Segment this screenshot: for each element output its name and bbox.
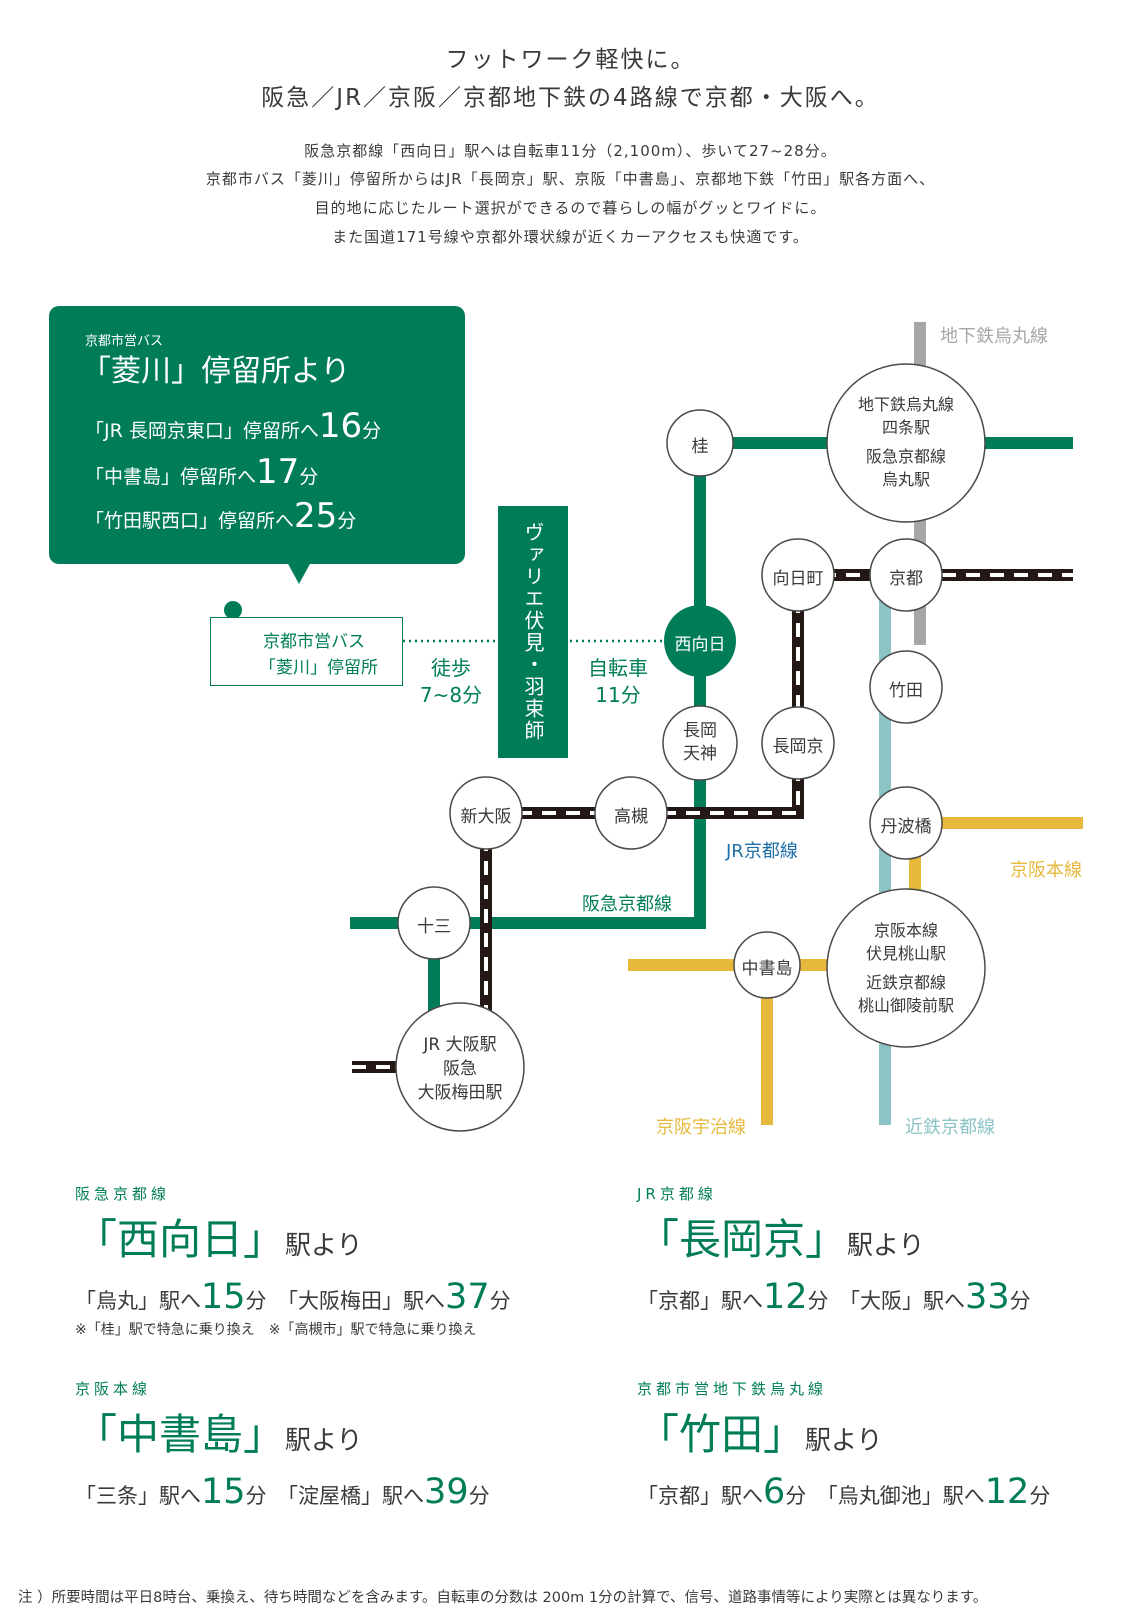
intro-line-1: 阪急京都線「西向日」駅へは自転車11分（2,100m）、歩いて27~28分。 bbox=[304, 142, 837, 160]
station-kyoto bbox=[869, 538, 943, 612]
station-shijo-karasuma bbox=[826, 363, 986, 523]
bubble-row-3: 「竹田駅西口」停留所へ25分 bbox=[85, 496, 357, 536]
station-label-takatsuki: 高槻 bbox=[614, 807, 648, 827]
bubble-row-2: 「中書島」停留所へ17分 bbox=[85, 452, 319, 492]
label-uji-line: 京阪宇治線 bbox=[656, 1117, 746, 1138]
headline-2: 阪急／JR／京阪／京都地下鉄の4路線で京都・大阪へ。 bbox=[261, 85, 880, 111]
station-momoyama bbox=[826, 888, 986, 1048]
bus-stop-box: 京都市営バス 「菱川」停留所 bbox=[210, 617, 403, 686]
headline-1: フットワーク軽快に。 bbox=[445, 47, 696, 73]
station-label-shijo: 地下鉄烏丸線四条駅 阪急京都線烏丸駅 bbox=[857, 395, 954, 489]
bubble-title: 「菱川」停留所より bbox=[81, 354, 351, 389]
station-label-shinosaka: 新大阪 bbox=[460, 807, 512, 827]
station-label-takeda: 竹田 bbox=[889, 681, 923, 701]
station-chushojima bbox=[733, 931, 801, 999]
bubble-tail bbox=[287, 562, 311, 584]
label-jr-line: JR京都線 bbox=[726, 841, 798, 862]
station-label-tambabashi: 丹波橋 bbox=[880, 817, 932, 837]
section-nagaokakyo: JR京都線 「長岡京」駅より 「京都」駅へ12分 「大阪」駅へ33分 bbox=[637, 1185, 1031, 1317]
station-label-nagaoka-tenjin: 長岡天神 bbox=[683, 721, 717, 764]
station-label-mukomachi: 向日町 bbox=[772, 569, 824, 589]
label-hankyu-line: 阪急京都線 bbox=[582, 894, 672, 915]
station-label-katsura: 桂 bbox=[691, 437, 709, 457]
station-label-juso: 十三 bbox=[417, 917, 451, 937]
intro-line-3: 目的地に応じたルート選択ができるので暮らしの幅がグッとワイドに。 bbox=[314, 199, 827, 217]
bus-stop-line2: 「菱川」停留所 bbox=[259, 658, 378, 678]
section-chushojima: 京阪本線 「中書島」駅より 「三条」駅へ15分 「淀屋橋」駅へ39分 bbox=[75, 1380, 490, 1512]
station-label-nishimuko: 西向日 bbox=[674, 635, 726, 655]
bubble-row-1: 「JR 長岡京東口」停留所へ16分 bbox=[85, 406, 382, 446]
station-label-momoyama: 京阪本線伏見桃山駅 近鉄京都線桃山御陵前駅 bbox=[857, 921, 954, 1015]
label-kintetsu-line: 近鉄京都線 bbox=[905, 1117, 995, 1138]
station-juso bbox=[397, 886, 471, 960]
station-shinosaka bbox=[449, 776, 523, 850]
station-nagaoka-tenjin bbox=[662, 705, 738, 781]
station-label-osaka: JR 大阪駅阪急大阪梅田駅 bbox=[417, 1035, 503, 1103]
station-tambabashi bbox=[869, 786, 943, 860]
footnote: 注 ）所要時間は平日8時台、乗換え、待ち時間などを含みます。自転車の分数は 20… bbox=[18, 1590, 988, 1606]
station-label-kyoto: 京都 bbox=[889, 569, 923, 589]
station-nishimuko bbox=[664, 605, 736, 677]
intro-line-2: 京都市バス「菱川」停留所からはJR「長岡京」駅、京阪「中書島」、京都地下鉄「竹田… bbox=[205, 170, 936, 188]
section-nishimuko: 阪急京都線 「西向日」駅より 「烏丸」駅へ15分 「大阪梅田」駅へ37分 ※「桂… bbox=[75, 1185, 511, 1338]
station-takatsuki bbox=[594, 776, 668, 850]
station-label-nagaokakyo: 長岡京 bbox=[772, 737, 824, 757]
bus-info-bubble: 京都市営バス 「菱川」停留所より 「JR 長岡京東口」停留所へ16分 「中書島」… bbox=[49, 306, 465, 564]
bus-stop-line1: 京都市営バス bbox=[263, 632, 365, 652]
section-takeda: 京都市営地下鉄烏丸線 「竹田」駅より 「京都」駅へ6分 「烏丸御池」駅へ12分 bbox=[637, 1380, 1051, 1512]
label-keihan-line: 京阪本線 bbox=[1010, 860, 1082, 881]
bubble-subtitle: 京都市営バス bbox=[85, 334, 164, 349]
station-takeda bbox=[869, 650, 943, 724]
station-label-chushojima: 中書島 bbox=[741, 959, 793, 979]
station-osaka-umeda bbox=[395, 1002, 525, 1132]
station-nagaokakyo bbox=[761, 706, 835, 780]
label-karasuma-line: 地下鉄烏丸線 bbox=[940, 326, 1048, 347]
station-mukomachi bbox=[761, 538, 835, 612]
station-katsura bbox=[666, 409, 734, 477]
property-name: ヴァリエ伏見・羽束師 bbox=[498, 506, 568, 758]
intro-line-4: また国道171号線や京都外環状線が近くカーアクセスも快適です。 bbox=[332, 228, 809, 246]
